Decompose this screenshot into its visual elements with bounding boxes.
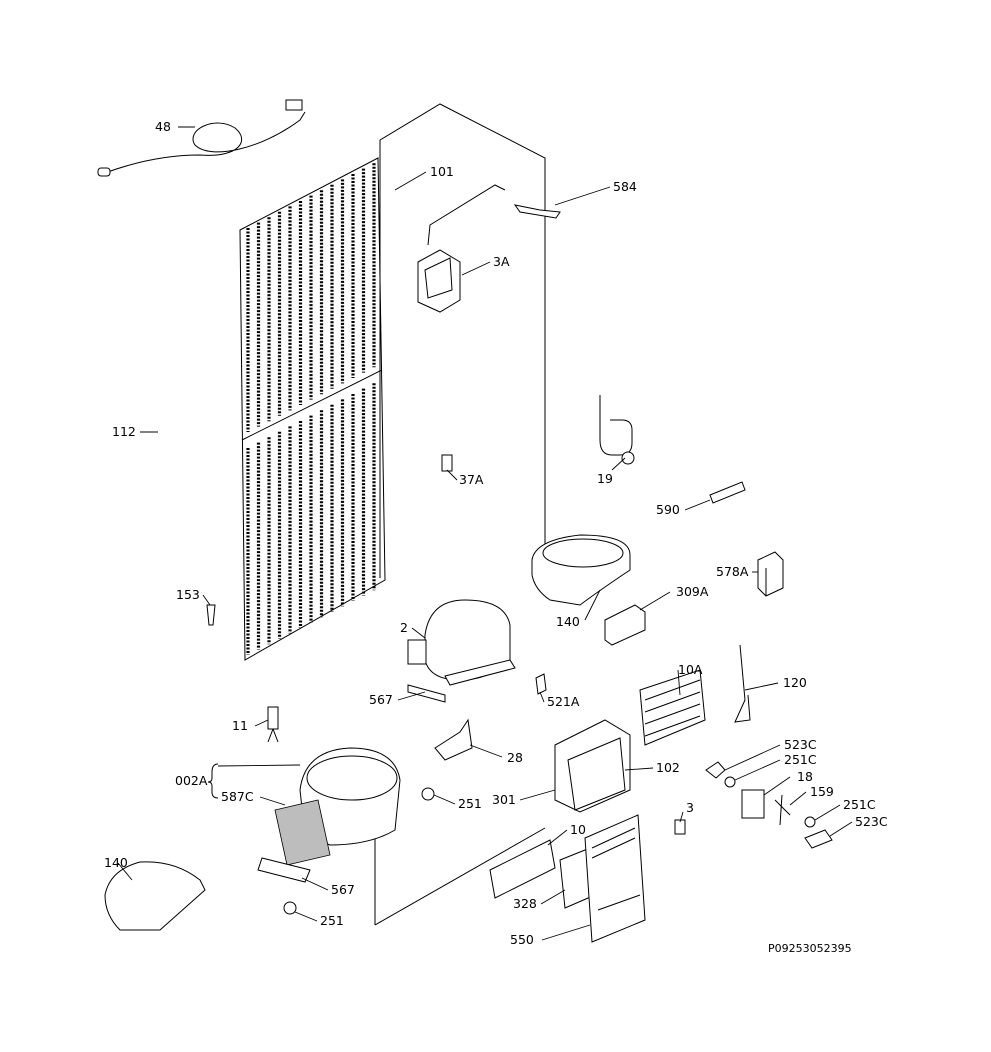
- callout-309A: 309A: [676, 584, 709, 599]
- callout-37A: 37A: [459, 472, 484, 487]
- callout-523C-lower: 523C: [855, 814, 888, 829]
- compressor-lower: [299, 747, 401, 846]
- sensor-wire: [734, 644, 751, 723]
- callout-159: 159: [810, 784, 834, 799]
- bracket-part: [434, 718, 473, 761]
- callout-28: 28: [507, 750, 523, 765]
- fan-housing: [554, 719, 631, 813]
- condenser-coil: [239, 157, 386, 661]
- heater-element: [599, 395, 635, 465]
- lamp-part: [674, 819, 686, 835]
- callout-251C-lower: 251C: [843, 797, 876, 812]
- mounting-plate-lower: [257, 857, 311, 883]
- label-plate: [709, 481, 746, 504]
- callout-3A: 3A: [493, 254, 510, 269]
- callout-523C-upper: 523C: [784, 737, 817, 752]
- callout-120: 120: [783, 675, 807, 690]
- cabinet-outline: [374, 103, 546, 926]
- cover-plate: [604, 604, 646, 646]
- callout-590: 590: [656, 502, 680, 517]
- evaporator-element: [639, 669, 706, 746]
- reference-code: P09253052395: [768, 942, 852, 955]
- callout-521A: 521A: [547, 694, 580, 709]
- callout-3: 3: [686, 800, 694, 815]
- sensor-cable: [97, 99, 306, 177]
- drain-hose: [158, 343, 185, 462]
- callout-101: 101: [430, 164, 454, 179]
- callout-578A: 578A: [716, 564, 749, 579]
- callout-328: 328: [513, 896, 537, 911]
- callout-301: 301: [492, 792, 516, 807]
- callout-2: 2: [400, 620, 408, 635]
- fan-motor-parts: [705, 761, 833, 849]
- drip-tray-lower: [104, 861, 206, 931]
- callout-251-upper: 251: [458, 796, 482, 811]
- callout-48: 48: [155, 119, 171, 134]
- callout-labels: 48 101 584 3A 112 19 37A 590 578A 153 14…: [104, 119, 888, 955]
- evaporator-plate: [489, 839, 556, 899]
- callout-112: 112: [112, 424, 136, 439]
- bracket-brace: [207, 763, 219, 799]
- valve-part: [267, 706, 279, 743]
- cooling-fins: [274, 799, 331, 866]
- connector-box: [757, 551, 784, 597]
- drip-tray-upper: [531, 534, 631, 606]
- plug-part: [206, 604, 216, 626]
- callout-251C-upper: 251C: [784, 752, 817, 767]
- callout-140-upper: 140: [556, 614, 580, 629]
- rear-panel: [584, 814, 646, 943]
- callout-584: 584: [613, 179, 637, 194]
- compressor-upper: [407, 599, 516, 686]
- callout-587C: 587C: [221, 789, 254, 804]
- callout-550: 550: [510, 932, 534, 947]
- callout-140-lower: 140: [104, 855, 128, 870]
- callout-18: 18: [797, 769, 813, 784]
- callout-002A: 002A: [175, 773, 208, 788]
- callout-10: 10: [570, 822, 586, 837]
- callout-153: 153: [176, 587, 200, 602]
- screw-part: [535, 673, 547, 695]
- small-clip: [441, 454, 453, 472]
- thermostat-bracket: [417, 184, 506, 313]
- callout-251-lower: 251: [320, 913, 344, 928]
- callout-11: 11: [232, 718, 248, 733]
- callout-567-lower: 567: [331, 882, 355, 897]
- grommet-part: [283, 787, 435, 915]
- callout-567-upper: 567: [369, 692, 393, 707]
- callout-10A: 10A: [678, 662, 703, 677]
- callout-102: 102: [656, 760, 680, 775]
- mounting-plate-upper: [407, 684, 446, 703]
- callout-19: 19: [597, 471, 613, 486]
- leader-lines: [117, 126, 853, 941]
- clip-part: [513, 204, 561, 219]
